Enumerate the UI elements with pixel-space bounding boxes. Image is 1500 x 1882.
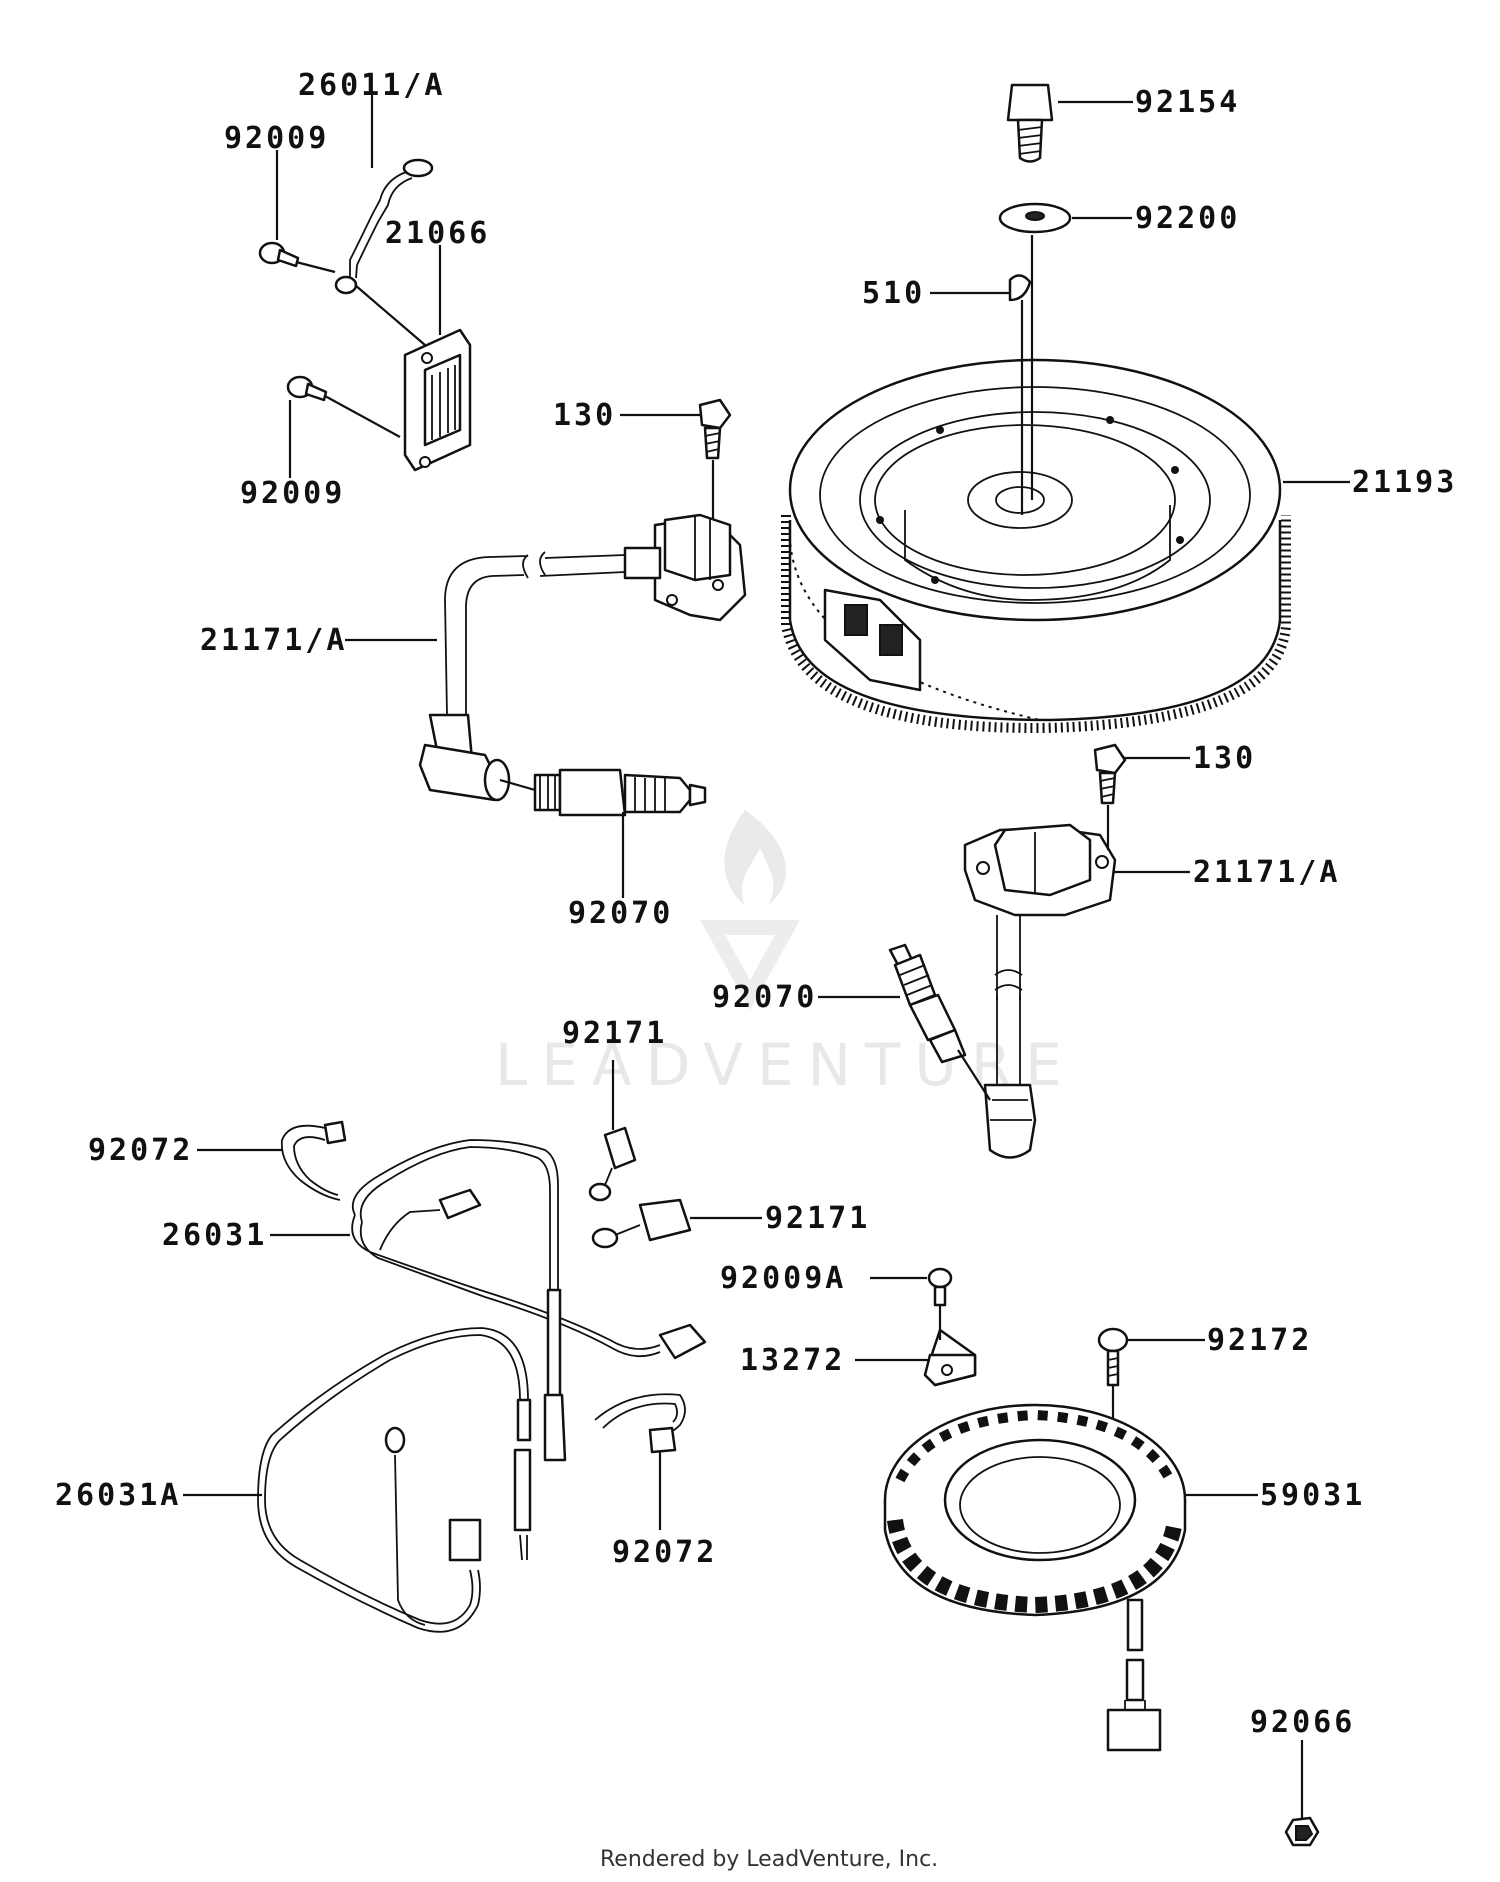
label-21171A-left: 21171/A [200, 623, 347, 658]
flywheel [781, 358, 1291, 734]
ground-lead [334, 158, 434, 295]
label-92009-top: 92009 [224, 121, 329, 156]
screw-92009A [927, 1267, 953, 1307]
spark-plug-left [499, 768, 707, 817]
screw-130-top [698, 398, 732, 460]
label-59031: 59031 [1260, 1478, 1365, 1513]
cable-tie-top [280, 1120, 347, 1201]
screw-92009-top [258, 241, 300, 268]
label-21171A-right: 21171/A [1193, 855, 1340, 890]
label-130-top: 130 [553, 398, 616, 433]
key [1008, 274, 1032, 302]
label-21066: 21066 [385, 216, 490, 251]
spark-plug-right [888, 943, 991, 1101]
ignition-coil-upper [418, 513, 747, 802]
stator [883, 1403, 1187, 1752]
flywheel-bolt [1006, 83, 1054, 163]
label-26031A: 26031A [55, 1478, 181, 1513]
leader-lines [183, 95, 1350, 1818]
label-92072-bottom: 92072 [612, 1535, 717, 1570]
watermark-flame-icon [724, 810, 787, 905]
label-92200: 92200 [1135, 201, 1240, 236]
part-labels: 26011/A 92009 21066 92009 92154 92200 51… [55, 68, 1457, 1740]
wire-harness-26031 [351, 1139, 707, 1462]
label-92154: 92154 [1135, 85, 1240, 120]
label-92171-mid: 92171 [765, 1201, 870, 1236]
ignition-coil-lower [963, 823, 1117, 1159]
label-13272: 13272 [740, 1343, 845, 1378]
label-130-right: 130 [1193, 741, 1256, 776]
label-92009A: 92009A [720, 1261, 846, 1296]
label-92009-bottom: 92009 [240, 476, 345, 511]
ignition-module [403, 328, 472, 472]
label-92172: 92172 [1207, 1323, 1312, 1358]
screw-130-right [1093, 743, 1127, 805]
washer [998, 202, 1072, 234]
label-92066: 92066 [1250, 1705, 1355, 1740]
label-26011A: 26011/A [298, 68, 445, 103]
watermark-v-icon [700, 920, 800, 1010]
label-26031: 26031 [162, 1218, 267, 1253]
terminal-92171-mid [591, 1198, 692, 1249]
screw-92172 [1097, 1327, 1129, 1387]
label-92171-top: 92171 [562, 1016, 667, 1051]
label-92072-top: 92072 [88, 1133, 193, 1168]
label-510: 510 [862, 276, 925, 311]
bracket-13272 [923, 1328, 977, 1387]
label-21193: 21193 [1352, 465, 1457, 500]
screw-92009-bottom [286, 375, 328, 402]
wire-harness-26031A [257, 1327, 532, 1633]
footer-credit: Rendered by LeadVenture, Inc. [600, 1847, 938, 1872]
cable-tie-bottom [594, 1393, 686, 1454]
nut-92066 [1284, 1816, 1320, 1847]
label-92070-right: 92070 [712, 980, 817, 1015]
label-92070-left: 92070 [568, 896, 673, 931]
terminal-92171-top [588, 1126, 637, 1202]
